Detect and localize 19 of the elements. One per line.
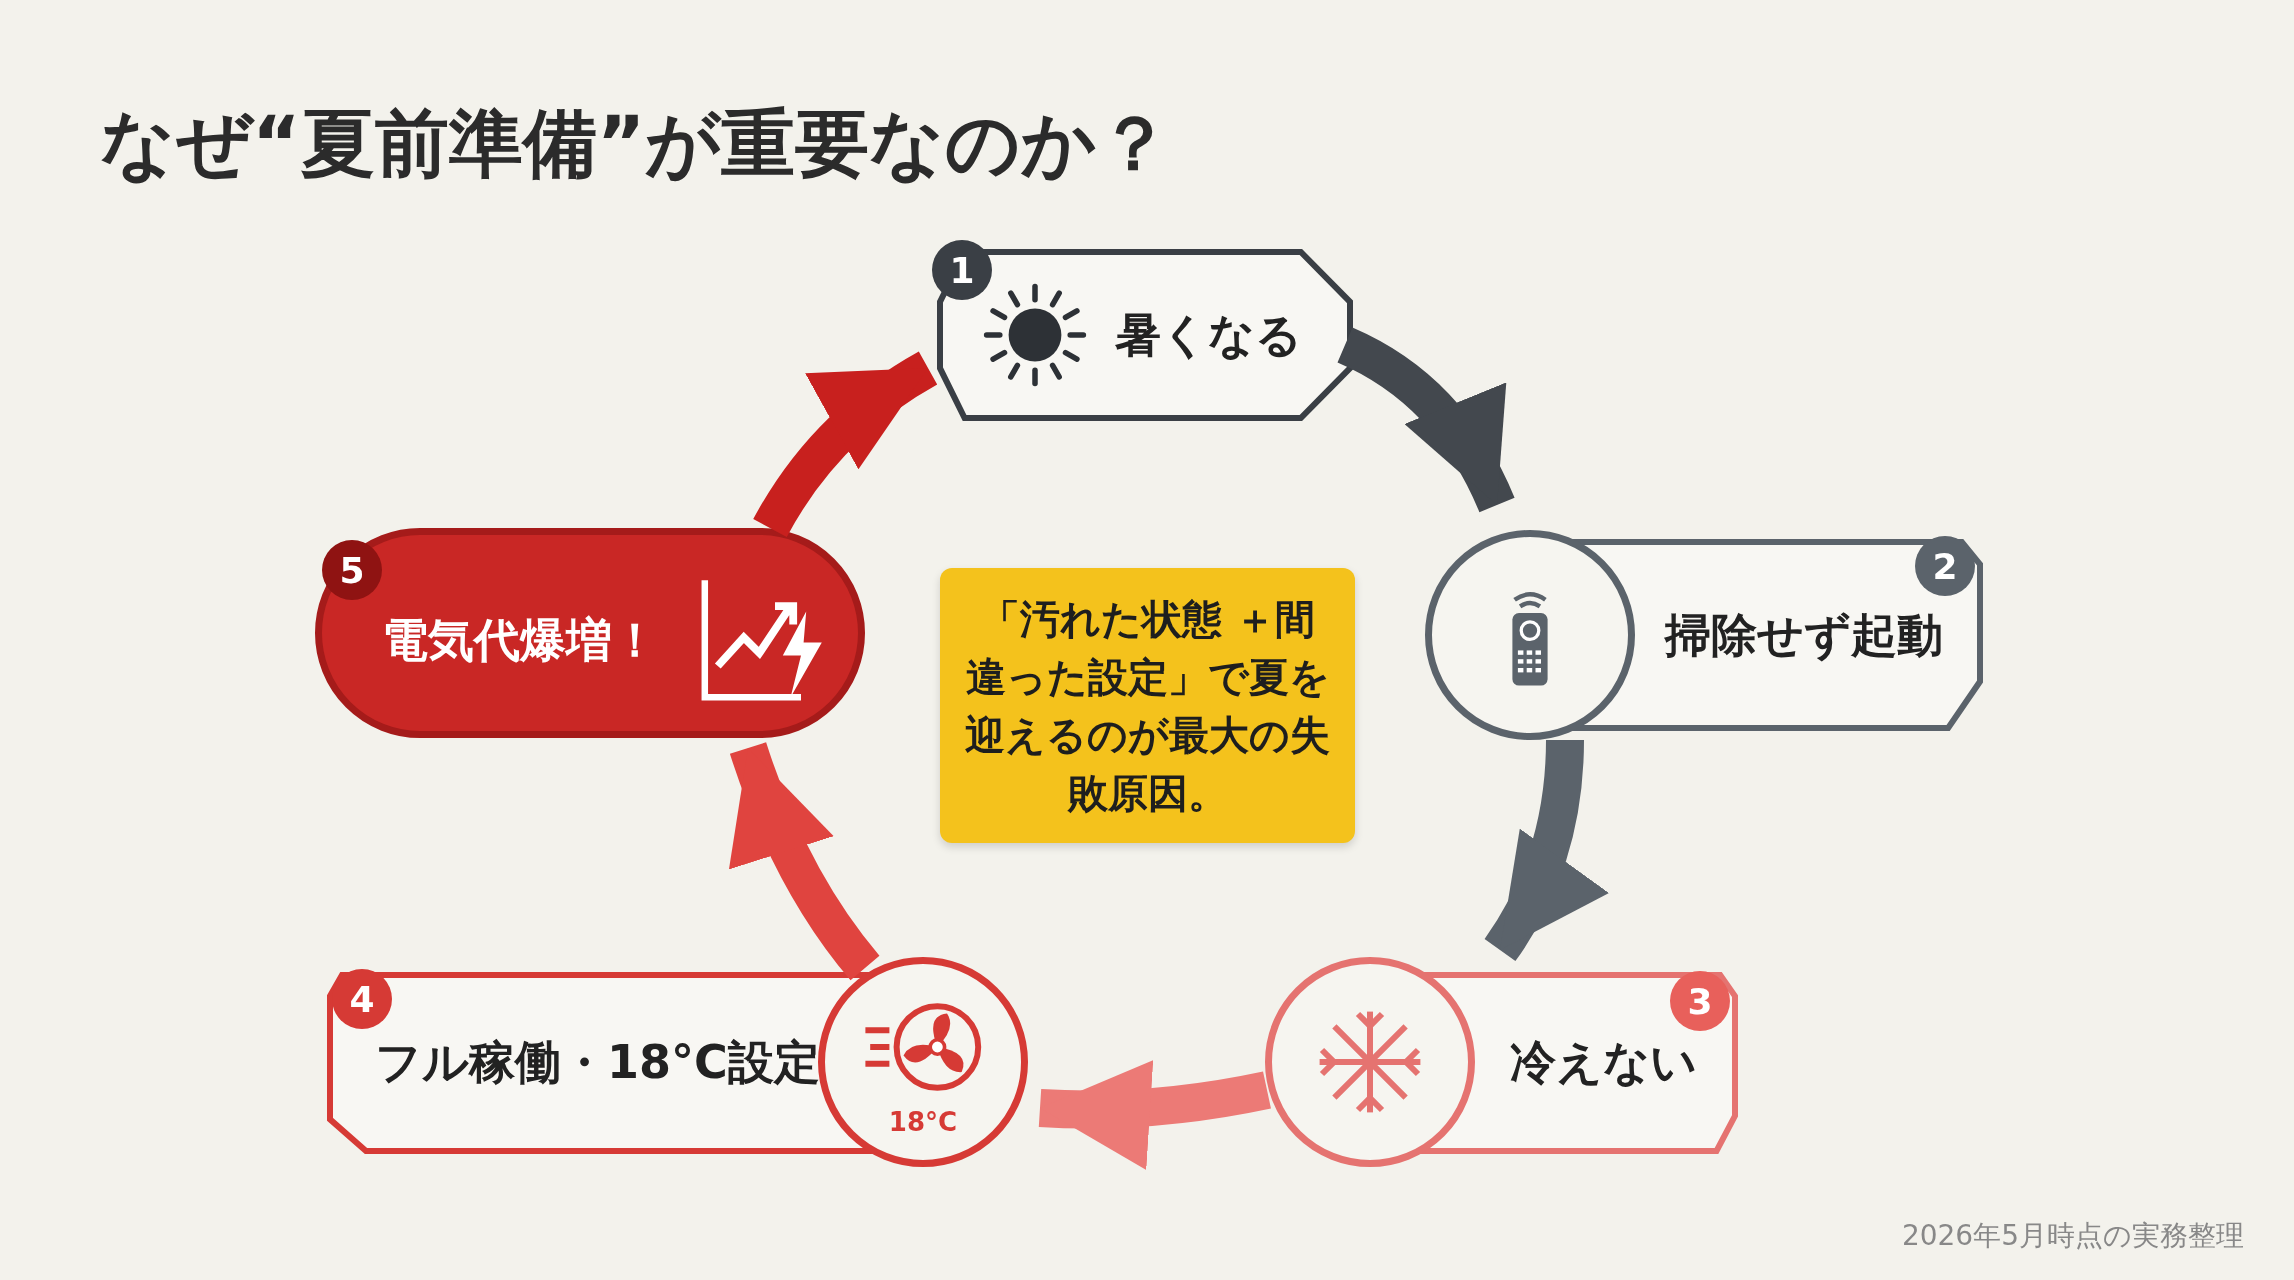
- step-label: 冷えない: [1510, 1034, 1697, 1091]
- arrow: [1336, 327, 1515, 513]
- step-number: 5: [322, 540, 382, 600]
- step-box: [330, 955, 1030, 1169]
- step-label: 掃除せず起動: [1665, 607, 1943, 664]
- arrow: [1039, 1058, 1271, 1169]
- step-box: [1265, 955, 1740, 1169]
- arrow: [753, 351, 938, 538]
- title: なぜ“夏前準備”が重要なのか？: [100, 99, 1172, 188]
- step-label: フル稼働・18°C設定: [375, 1034, 820, 1091]
- arrow: [1484, 739, 1608, 961]
- callout-text: 「汚れた状態 ＋間違った設定」で夏を迎えるのが最大の失敗原因。: [964, 594, 1331, 818]
- step-label: 暑くなる: [1115, 307, 1302, 364]
- step-box: [1425, 530, 1985, 740]
- step-number: 1: [932, 240, 992, 300]
- footnote: 2026年5月時点の実務整理: [1901, 1218, 2244, 1254]
- temperature-label: 18°C: [888, 1107, 958, 1137]
- callout-box: [940, 568, 1355, 843]
- step-label: 電気代爆増！: [382, 612, 658, 669]
